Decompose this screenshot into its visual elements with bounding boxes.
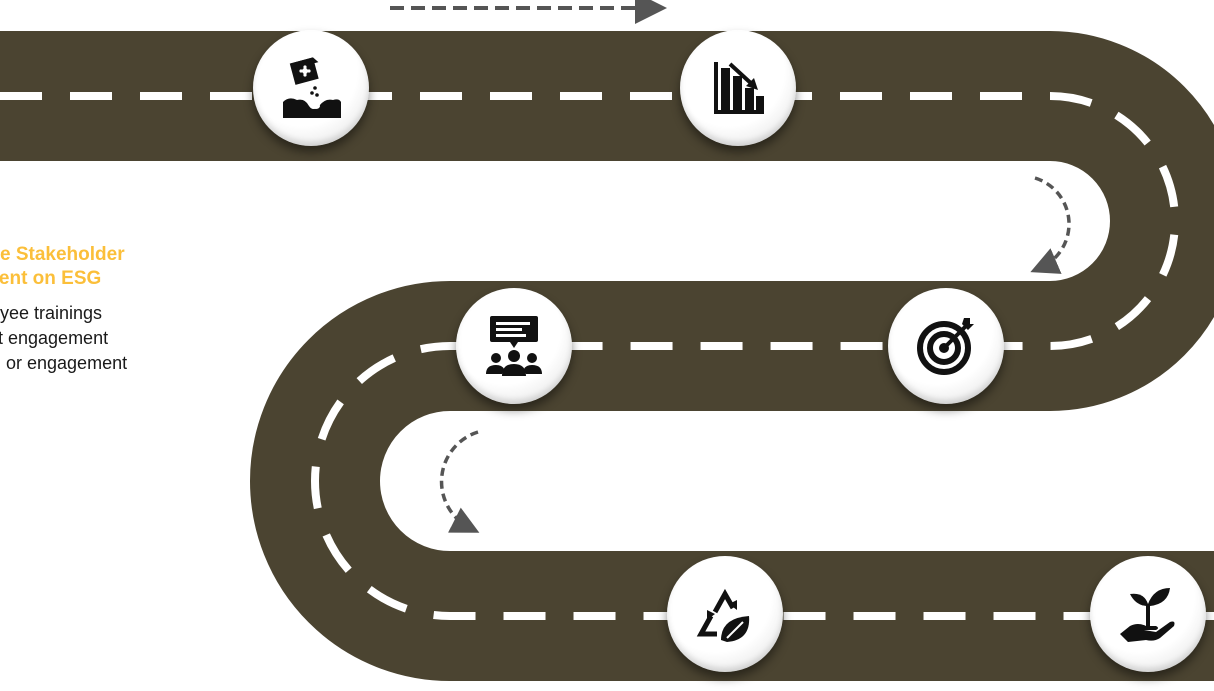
bullet-item-3: or engagement [6, 353, 128, 373]
bullet-item-1: yee trainings [0, 303, 103, 323]
block-heading-line-2: ment on ESG [0, 268, 102, 289]
milestone-circle-5 [667, 556, 783, 672]
hand-plant-icon [1120, 588, 1175, 642]
stakeholder-discussion-icon [486, 316, 542, 376]
bullet-item-2: t engagement [0, 328, 109, 348]
milestone-circle-4 [456, 288, 572, 404]
road-center-dashes [0, 92, 1214, 620]
stakeholder-engagement-block: e Stakeholder ment on ESG yee trainings … [0, 243, 240, 376]
milestone-circle-6 [1090, 556, 1206, 672]
declining-bar-chart-icon [714, 62, 764, 114]
block-bullet-list: yee trainings t engagement or engagement [0, 301, 240, 376]
left-turn-arrow [439, 430, 480, 533]
block-heading: e Stakeholder ment on ESG [0, 243, 240, 291]
milestone-circle-3 [888, 288, 1004, 404]
milestone-circle-2 [680, 30, 796, 146]
planting-seed-icon [283, 57, 341, 118]
recycle-leaf-icon [696, 588, 750, 642]
milestone-circle-1 [253, 30, 369, 146]
right-turn-arrow [1030, 176, 1071, 274]
target-arrow-icon [917, 318, 974, 375]
block-heading-line-1: e Stakeholder [0, 244, 125, 265]
